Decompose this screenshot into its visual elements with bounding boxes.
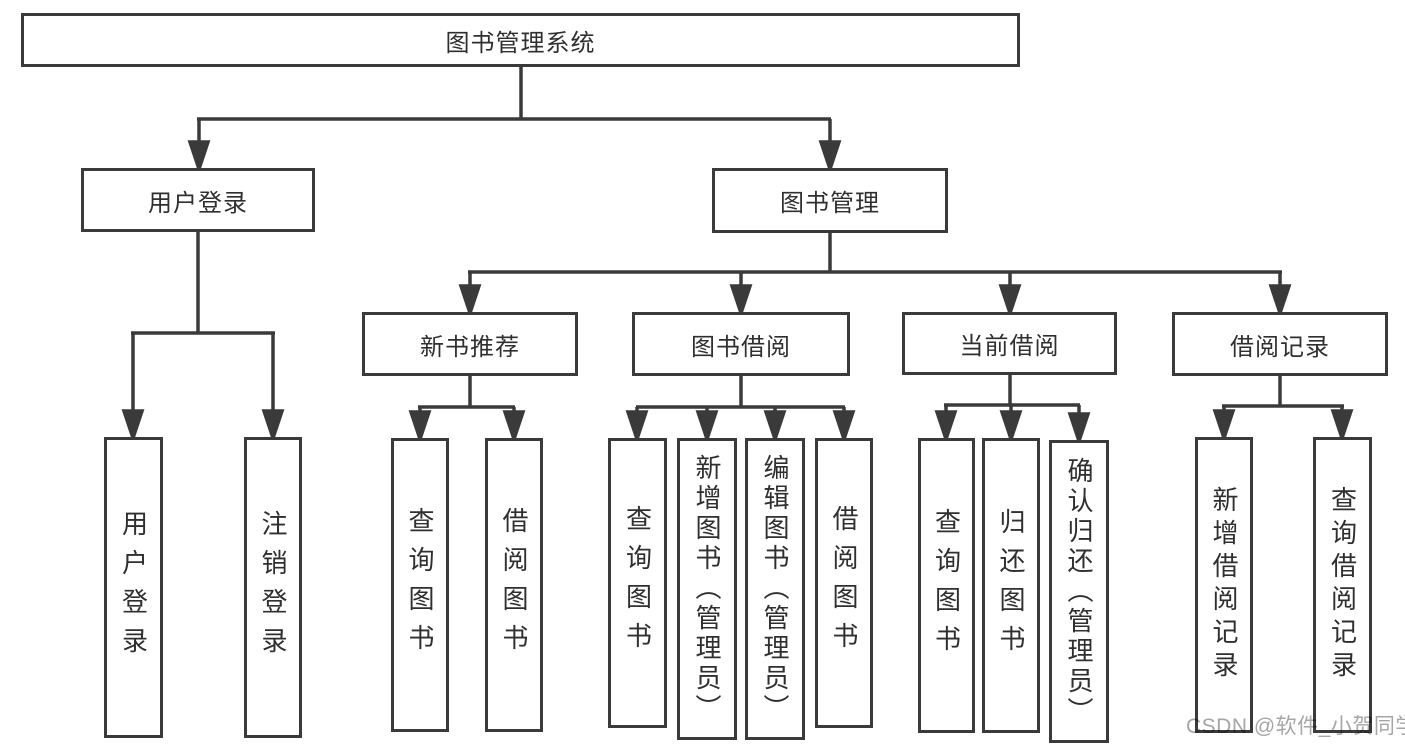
leaf-label: 查询图书: [405, 507, 435, 663]
leaf-records-query-borrow-record: 查询借阅记录: [1313, 437, 1372, 733]
leaf-label: 新增借阅记录: [1209, 486, 1239, 684]
node-user-login: 用户登录: [81, 168, 315, 232]
node-label: 借阅记录: [1230, 333, 1330, 361]
connector-root-to-level1: [187, 66, 842, 175]
leaf-borrowmod-query-books: 查询图书: [608, 438, 667, 728]
leaf-label: 借阅图书: [499, 507, 529, 663]
leaf-newrec-query-books: 查询图书: [391, 438, 449, 732]
connector-record-to-leaves: [1212, 376, 1354, 444]
leaf-borrowmod-add-books-admin: 新增图书（管理员）: [677, 438, 737, 740]
node-label: 图书借阅: [691, 333, 791, 361]
node-label: 新书推荐: [420, 333, 520, 361]
leaf-label: 归还图书: [996, 507, 1026, 664]
leaf-label: 查询图书: [622, 505, 653, 661]
node-borrowing-records: 借阅记录: [1172, 312, 1388, 376]
leaf-current-confirm-return-admin: 确认归还（管理员）: [1049, 440, 1109, 743]
leaf-user-login: 用户登录: [104, 437, 163, 738]
leaf-newrec-borrow-books: 借阅图书: [485, 438, 543, 732]
leaf-label: 确认归还（管理员）: [1064, 456, 1094, 727]
connector-borrow-to-leaves: [625, 376, 856, 445]
leaf-label: 用户登录: [118, 509, 149, 666]
node-label: 当前借阅: [959, 333, 1060, 360]
leaf-records-add-borrow-record: 新增借阅记录: [1195, 437, 1253, 733]
node-current-borrowing: 当前借阅: [902, 312, 1117, 375]
leaf-borrowmod-borrow-books: 借阅图书: [815, 438, 873, 728]
leaf-label: 查询图书: [931, 507, 962, 664]
leaf-label: 借阅图书: [829, 505, 859, 661]
connector-newrec-to-leaves: [408, 376, 526, 445]
leaf-label: 编辑图书（管理员）: [760, 454, 790, 724]
node-book-management: 图书管理: [712, 168, 948, 233]
leaf-current-query-books: 查询图书: [918, 438, 975, 733]
node-label: 用户登录: [148, 189, 248, 217]
node-new-book-recommend: 新书推荐: [362, 312, 578, 376]
csdn-watermark: CSDN @软件_小贺同学: [1186, 715, 1405, 738]
node-label: 图书管理系统: [445, 29, 596, 57]
leaf-label: 新增图书（管理员）: [692, 454, 722, 724]
connector-bookmgmt-to-level2: [458, 233, 1292, 319]
node-library-management-system: 图书管理系统: [21, 13, 1020, 67]
node-book-borrowing: 图书借阅: [632, 312, 850, 376]
leaf-current-return-books: 归还图书: [982, 438, 1040, 733]
connector-current-to-leaves: [934, 375, 1091, 447]
connector-userlogin-to-leaves: [121, 232, 285, 444]
leaf-label: 查询借阅记录: [1327, 486, 1358, 684]
leaf-borrowmod-edit-books-admin: 编辑图书（管理员）: [745, 438, 805, 740]
leaf-logout: 注销登录: [244, 437, 302, 738]
node-label: 图书管理: [780, 190, 880, 217]
leaf-label: 注销登录: [258, 509, 288, 666]
